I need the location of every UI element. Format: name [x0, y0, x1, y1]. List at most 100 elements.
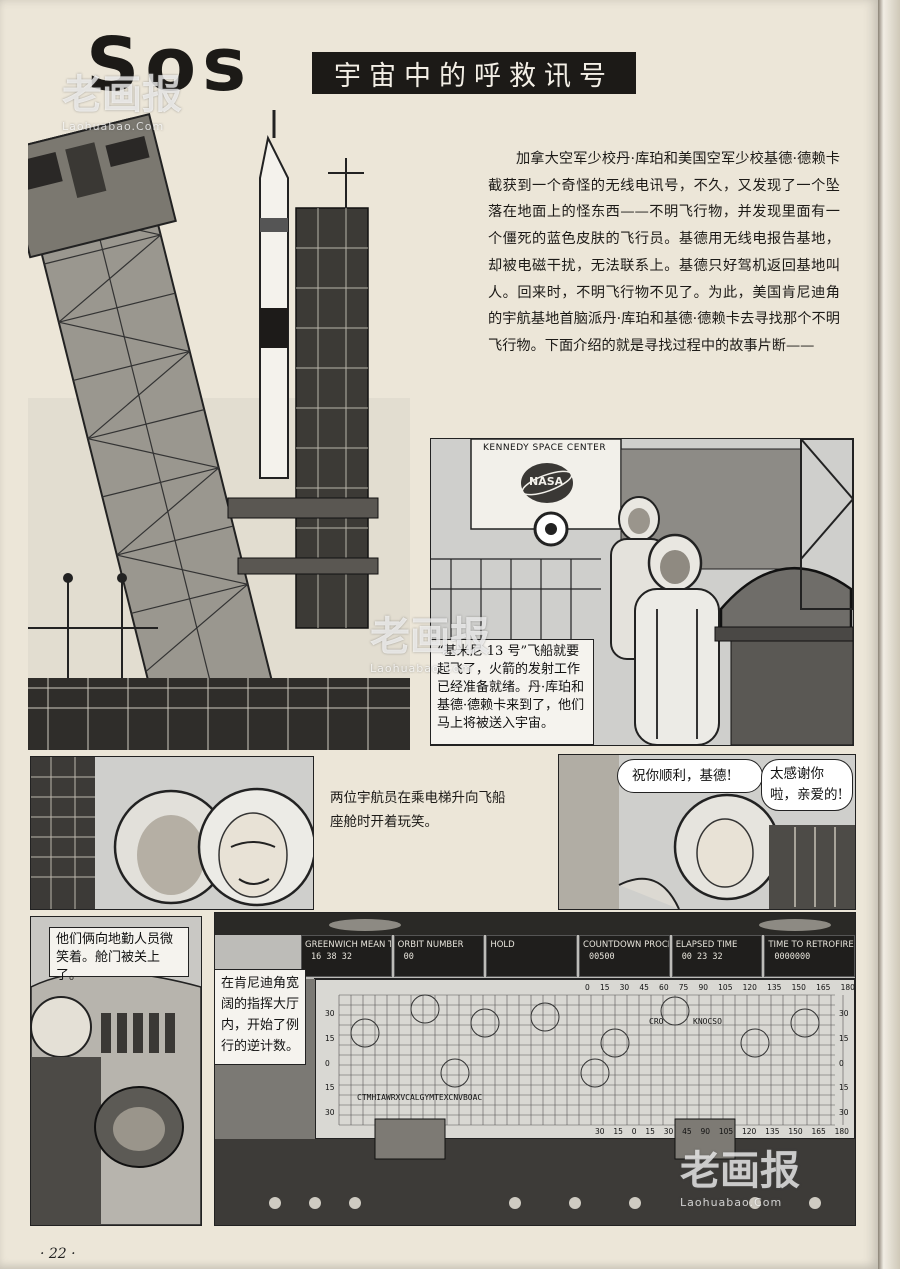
hatch-caption-line1: 他们俩向地勤人员微	[56, 932, 174, 947]
panel-hatch: 他们俩向地勤人员微 笑着。舱门被关上了。	[30, 916, 202, 1226]
panel-elevator	[30, 756, 314, 910]
farewell-illustration	[559, 755, 855, 909]
map-tick-label: 0	[631, 1127, 637, 1136]
control-caption-line4: 行的逆计数。	[221, 1039, 300, 1054]
tracking-station-circle	[410, 994, 440, 1024]
map-tick-label: 30	[663, 1127, 674, 1136]
map-tick-label: 15	[613, 1127, 623, 1136]
speech-bubble-right: 太感谢你 啦，亲爱的!	[761, 759, 853, 811]
title-chinese-banner: 宇宙中的呼救讯号	[312, 52, 636, 94]
control-caption: 在肯尼迪角宽 阔的指挥大厅 内，开始了例 行的逆计数。	[215, 969, 306, 1065]
display-label: GREENWICH MEAN TIME	[305, 940, 391, 950]
display-panel: ORBIT NUMBER 00	[393, 935, 485, 977]
page-edge	[878, 0, 900, 1269]
display-value: 00	[403, 952, 414, 962]
map-tick-label: 45	[682, 1127, 692, 1136]
map-tick-label: 30	[839, 1108, 849, 1117]
control-caption-line3: 内，开始了例	[221, 1018, 300, 1033]
display-value: 00 23 32	[681, 952, 723, 962]
nasa-logo-text: NASA	[529, 475, 564, 488]
watermark-middle: 老画报 Laohuabao.Com	[370, 604, 490, 675]
control-caption-line2: 阔的指挥大厅	[221, 997, 300, 1012]
map-tick-label: 15	[839, 1083, 849, 1093]
display-panel: GREENWICH MEAN TIME 16 38 32	[301, 935, 392, 977]
map-tick-label: 105	[718, 983, 733, 992]
display-row: GREENWICH MEAN TIME 16 38 32 ORBIT NUMBER 0…	[301, 935, 855, 977]
tracking-station-circle	[580, 1058, 610, 1088]
control-caption-line1: 在肯尼迪角宽	[221, 976, 300, 991]
map-tick-label: 30	[325, 1009, 335, 1018]
map-strip-text: CTMHIAWRXVCALGYMTEXCNVBOAC	[357, 1093, 483, 1102]
map-tick-label: 180	[834, 1127, 849, 1136]
map-tick-label: 60	[659, 983, 669, 992]
display-label: ORBIT NUMBER	[397, 940, 464, 950]
watermark-url: Laohuabao.Com	[62, 120, 165, 133]
elevator-caption-line1: 两位宇航员在乘电梯升向飞船	[330, 790, 506, 806]
speech-bubble-right-line1: 太感谢你	[770, 766, 824, 782]
map-label-cro: CRO	[649, 1017, 664, 1026]
map-tick-label: 30	[325, 1108, 335, 1117]
map-tick-label: 30	[595, 1127, 605, 1136]
comic-page: Sos 宇宙中的呼救讯号	[0, 0, 878, 1269]
launch-caption: “基米尼 13 号”飞船就要起飞了，火箭的发射工作已经准备就绪。丹·库珀和基德·…	[431, 639, 594, 745]
map-grid	[338, 994, 844, 1126]
page-number: · 22 ·	[40, 1246, 76, 1262]
display-value: 0000000	[774, 952, 811, 962]
tracking-station-circle	[350, 1018, 380, 1048]
panel-mission-control: GREENWICH MEAN TIME 16 38 32 ORBIT NUMBER 0…	[214, 912, 856, 1226]
map-label-knocso: KNOCSO	[693, 1017, 722, 1026]
watermark-bottom: 老画报 Laohuabao.Com	[680, 1138, 800, 1209]
map-tick-label: 15	[599, 983, 610, 992]
map-tick-label: 165	[816, 983, 831, 992]
intro-paragraph: 加拿大空军少校丹·库珀和美国空军少校基德·德赖卡截获到一个奇怪的无线电讯号，不久…	[488, 151, 840, 354]
tracking-station-circle	[740, 1028, 770, 1058]
map-tick-label: 30	[839, 1009, 849, 1018]
display-label: ELAPSED TIME	[675, 940, 738, 950]
tracking-station-circle	[470, 1008, 500, 1038]
tracking-station-circle	[600, 1028, 630, 1058]
watermark-logo: 老画报	[370, 614, 490, 660]
map-tick-label: 165	[811, 1127, 826, 1136]
panel-astronauts-walking: KENNEDY SPACE CENTER NASA “基米尼 13 号”飞船就要…	[430, 438, 854, 746]
display-panel: HOLD	[486, 935, 578, 977]
map-tick-label: 30	[619, 983, 630, 992]
panel-farewell: 祝你顺利，基德! 太感谢你 啦，亲爱的!	[558, 754, 856, 910]
display-panel: TIME TO RETROFIRE 0000000	[764, 935, 855, 977]
display-panel: ELAPSED TIME 00 23 32	[671, 935, 763, 977]
map-tick-label: 180	[840, 983, 855, 992]
map-tick-label: 90	[698, 983, 708, 992]
watermark-url: Laohuabao.Com	[680, 1196, 783, 1209]
title-latin: Sos	[86, 22, 253, 108]
display-label: HOLD	[490, 940, 515, 950]
map-tick-label: 135	[765, 1127, 780, 1136]
watermark-logo: 老画报	[62, 72, 182, 118]
map-tick-label: 120	[742, 1127, 757, 1136]
kennedy-sign-text: KENNEDY SPACE CENTER	[483, 443, 607, 453]
map-tick-label: 75	[678, 983, 689, 992]
elevator-caption-line2: 座舱时开着玩笑。	[330, 814, 438, 830]
display-value: 16 38 32	[311, 952, 352, 962]
display-label: TIME TO RETROFIRE	[768, 940, 854, 950]
map-tick-label: 150	[791, 983, 806, 992]
launch-tower-illustration	[28, 98, 410, 750]
map-tick-label: 90	[700, 1127, 711, 1136]
map-tick-label: 150	[788, 1127, 803, 1136]
display-panel: COUNTDOWN PROCEED00500	[579, 935, 670, 977]
tracking-station-circle	[530, 1002, 560, 1032]
map-tick-label: 105	[718, 1127, 734, 1136]
map-tick-label: 0	[585, 983, 590, 992]
watermark-url: Laohuabao.Com	[370, 662, 473, 675]
map-tick-label: 120	[742, 983, 757, 992]
map-right-ticks: 30 15 0 15 30	[839, 1009, 849, 1117]
watermark-top: 老画报 Laohuabao.Com	[62, 62, 182, 133]
map-tick-label: 15	[325, 1083, 335, 1093]
map-tick-label: 135	[767, 983, 782, 992]
elevator-caption: 两位宇航员在乘电梯升向飞船 座舱时开着玩笑。	[330, 786, 556, 834]
map-tick-label: 0	[839, 1058, 844, 1068]
map-tick-label: 15	[645, 1127, 655, 1136]
map-tick-label: 15	[839, 1033, 849, 1043]
title-chinese: 宇宙中的呼救讯号	[334, 60, 614, 92]
display-value: 00500	[589, 952, 615, 962]
map-tick-label: 15	[325, 1033, 335, 1043]
